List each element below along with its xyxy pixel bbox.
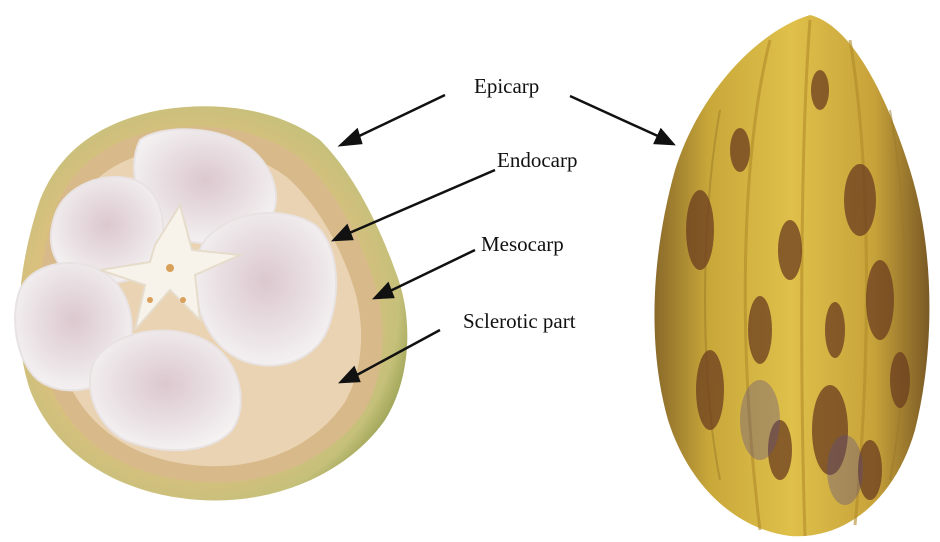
seed-bottom bbox=[90, 330, 241, 450]
arrow-epicarp-right bbox=[570, 96, 660, 137]
cross-section-photo bbox=[15, 106, 407, 500]
placenta-spot bbox=[180, 297, 186, 303]
arrow-endocarp bbox=[347, 170, 495, 234]
whole-pod-photo bbox=[654, 15, 929, 536]
label-mesocarp: Mesocarp bbox=[481, 234, 564, 255]
arrowhead bbox=[655, 130, 673, 144]
arrow-epicarp-left bbox=[355, 95, 445, 138]
label-sclerotic-part: Sclerotic part bbox=[463, 311, 576, 332]
label-endocarp: Endocarp bbox=[497, 150, 577, 171]
placenta-spot bbox=[166, 264, 174, 272]
arrowhead bbox=[341, 130, 361, 145]
label-epicarp: Epicarp bbox=[474, 76, 539, 97]
arrow-mesocarp bbox=[388, 250, 475, 292]
placenta-spot bbox=[147, 297, 153, 303]
